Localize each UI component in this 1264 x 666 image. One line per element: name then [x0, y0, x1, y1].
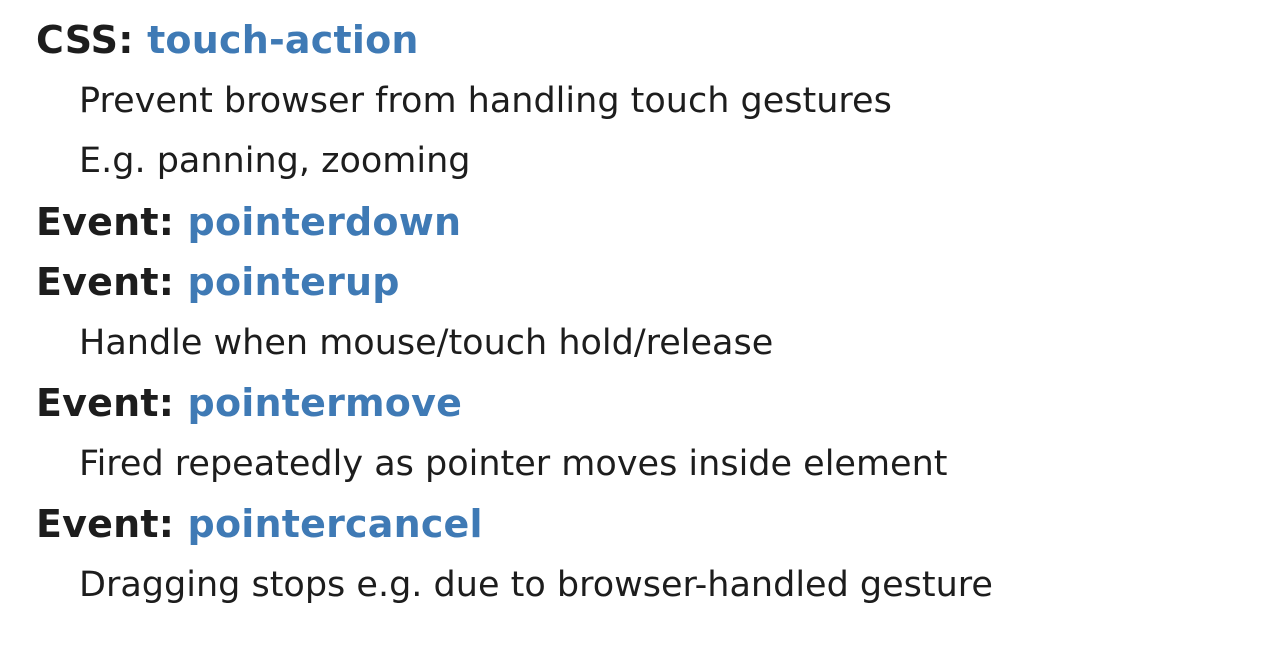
api-kind-label: Event: — [36, 260, 188, 304]
api-name: touch-action — [147, 18, 419, 62]
api-kind-label: CSS: — [36, 18, 148, 62]
api-kind-label: Event: — [36, 381, 188, 425]
api-kind-label: Event: — [36, 502, 188, 546]
api-name: pointerup — [187, 260, 400, 304]
api-heading-touch-action: CSS: touch-action — [36, 16, 993, 77]
api-description: Dragging stops e.g. due to browser-handl… — [79, 564, 993, 605]
api-list: CSS: touch-action Prevent browser from h… — [36, 16, 993, 621]
api-description: Handle when mouse/touch hold/release — [79, 322, 774, 363]
api-heading-pointerup: Event: pointerup — [36, 258, 993, 319]
api-name: pointercancel — [187, 502, 483, 546]
api-heading-pointermove: Event: pointermove — [36, 379, 993, 440]
api-heading-pointercancel: Event: pointercancel — [36, 500, 993, 561]
api-description: Fired repeatedly as pointer moves inside… — [79, 443, 948, 484]
api-description: E.g. panning, zooming — [79, 141, 471, 181]
api-name: pointerdown — [187, 199, 462, 244]
api-description: Prevent browser from handling touch gest… — [79, 80, 892, 121]
api-kind-label: Event: — [36, 199, 188, 244]
api-heading-pointerdown: Event: pointerdown — [36, 198, 993, 259]
api-name: pointermove — [187, 381, 463, 425]
